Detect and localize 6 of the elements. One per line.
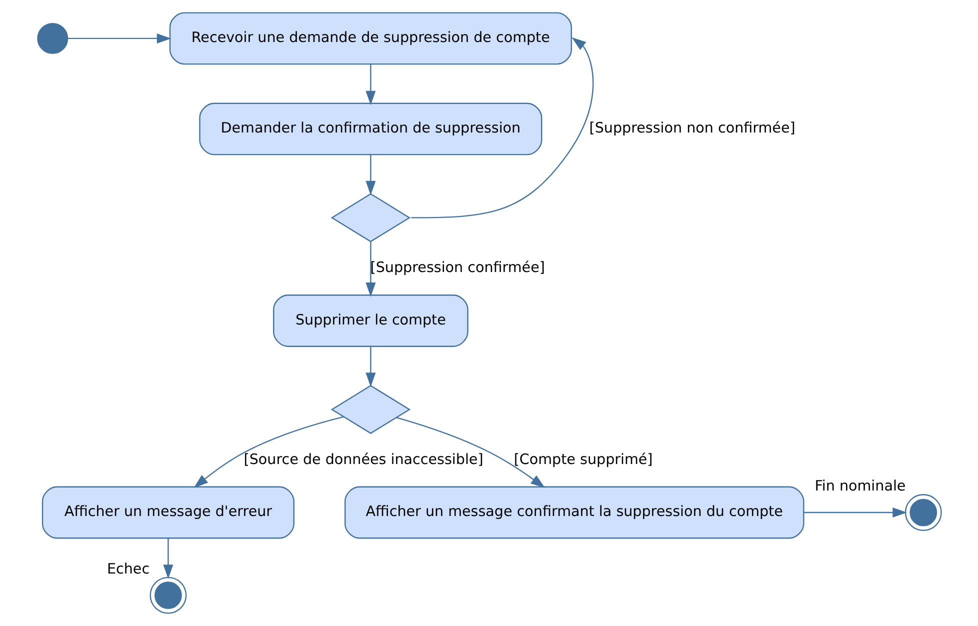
node-label: Fin nominale — [814, 478, 906, 495]
edge-label: [Suppression confirmée] — [370, 260, 544, 276]
edge-label: [Source de données inaccessible] — [243, 452, 483, 468]
edge-label: [Compte supprimé] — [513, 452, 652, 468]
edge-label: [Suppression non confirmée] — [588, 120, 795, 137]
node-label: Echec — [106, 561, 150, 578]
